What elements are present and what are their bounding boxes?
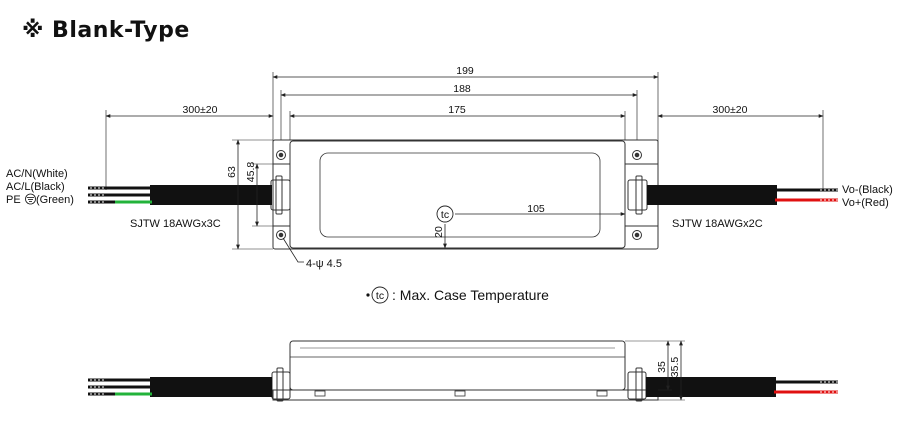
dim-input-cable: 300±20 bbox=[183, 104, 218, 116]
section-title: ※ Blank-Type bbox=[22, 18, 190, 43]
input-wire-label-1: AC/N(White) bbox=[6, 168, 68, 180]
hole-leader bbox=[282, 237, 304, 263]
dim-tc-x: 105 bbox=[527, 203, 545, 215]
input-cable-top bbox=[86, 185, 272, 205]
dim-body-length: 175 bbox=[448, 104, 466, 116]
dim-height-overall: 35.5 bbox=[669, 357, 681, 378]
top-view bbox=[105, 72, 824, 250]
input-gland bbox=[270, 179, 291, 211]
dim-mount-span: 188 bbox=[453, 83, 471, 95]
tc-legend-text: : Max. Case Temperature bbox=[392, 287, 549, 303]
dim-tc-y: 20 bbox=[433, 226, 445, 238]
housing-outline bbox=[289, 140, 626, 249]
tc-marker: tc bbox=[436, 205, 454, 223]
side-flange bbox=[272, 389, 659, 401]
dim-overall-length: 199 bbox=[456, 65, 474, 77]
output-wire-label-1: Vo-(Black) bbox=[842, 184, 893, 196]
mount-hole bbox=[276, 150, 286, 160]
svg-text:tc: tc bbox=[441, 209, 449, 221]
mount-hole bbox=[276, 230, 286, 240]
dim-width: 63 bbox=[226, 166, 238, 178]
input-wire-label-2: AC/L(Black) bbox=[6, 181, 65, 193]
mount-hole bbox=[632, 150, 642, 160]
dim-inner-width: 45.8 bbox=[245, 162, 257, 183]
dim-output-cable: 300±20 bbox=[713, 104, 748, 116]
input-wire-label-3-suffix: (Green) bbox=[36, 194, 74, 206]
mount-hole bbox=[632, 230, 642, 240]
side-view bbox=[271, 340, 685, 402]
output-cable-spec: SJTW 18AWGx2C bbox=[672, 218, 763, 230]
side-housing bbox=[289, 340, 626, 391]
input-cable-spec: SJTW 18AWGx3C bbox=[130, 218, 221, 230]
output-cable-side bbox=[646, 377, 838, 397]
label-area bbox=[319, 152, 601, 238]
dim-height: 35 bbox=[656, 361, 668, 373]
output-gland bbox=[627, 179, 648, 211]
input-cable-side bbox=[86, 377, 272, 397]
svg-text:tc: tc bbox=[376, 290, 384, 302]
tc-legend: tc : Max. Case Temperature bbox=[366, 286, 549, 304]
input-wire-label-3-prefix: PE bbox=[6, 194, 21, 206]
output-cable-top bbox=[647, 185, 838, 205]
output-wire-label-2: Vo+(Red) bbox=[842, 197, 889, 209]
ground-icon bbox=[25, 193, 36, 205]
dim-mounting-holes: 4-ψ 4.5 bbox=[306, 258, 342, 270]
